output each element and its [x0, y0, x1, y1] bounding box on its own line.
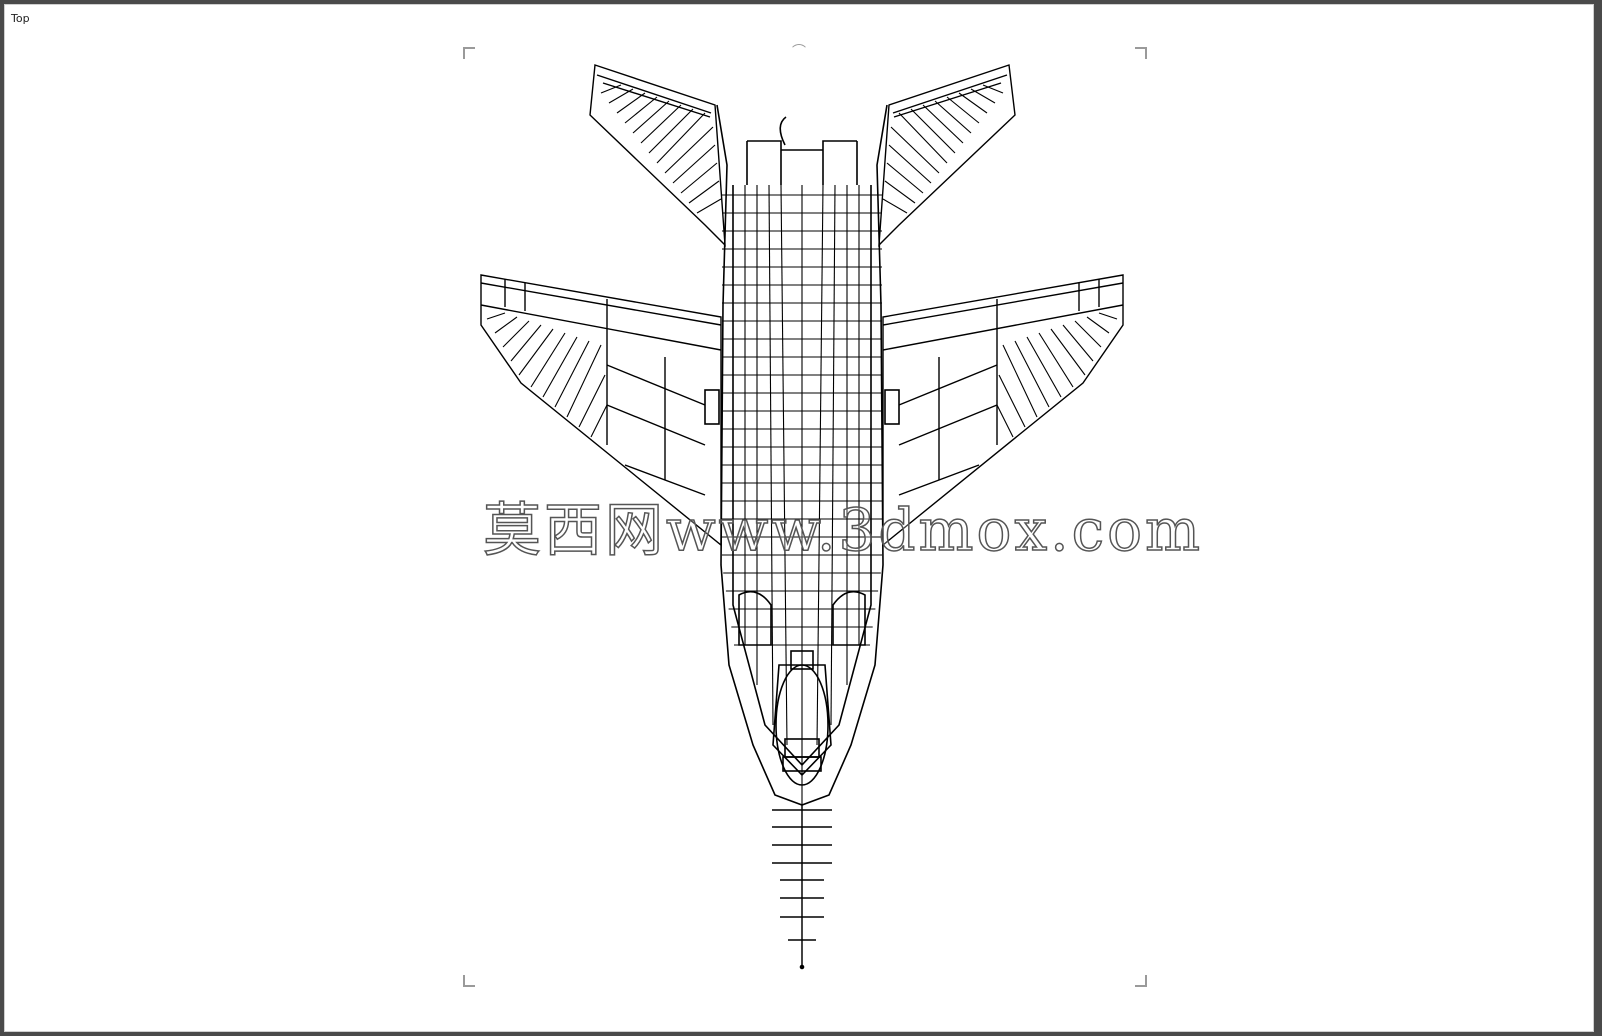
right-wing-ribs [996, 312, 1118, 438]
fuselage-frames [722, 194, 882, 646]
aircraft-wireframe[interactable] [5, 5, 1594, 1032]
right-wing [882, 274, 1124, 547]
right-tailplane [878, 64, 1016, 247]
selection-bracket-top-left [463, 47, 475, 59]
left-wing [480, 274, 722, 547]
left-tailplane [589, 64, 726, 247]
nose-probe [772, 805, 832, 970]
right-tailplane-ribs [882, 84, 1004, 214]
selection-bracket-top-right [1135, 47, 1147, 59]
rotate-gizmo-icon[interactable]: ⌒ [792, 43, 806, 59]
selection-bracket-bottom-left [463, 975, 475, 987]
top-viewport[interactable]: Top ⌒ [4, 4, 1594, 1032]
left-wing-ribs [486, 312, 608, 438]
left-tailplane-ribs [600, 84, 722, 214]
cockpit [772, 650, 832, 786]
side-pods [704, 389, 900, 646]
watermark-text: 莫西网www.3dmox.com [482, 495, 1203, 565]
selection-bracket-bottom-right [1135, 975, 1147, 987]
viewport-label[interactable]: Top [11, 12, 30, 25]
